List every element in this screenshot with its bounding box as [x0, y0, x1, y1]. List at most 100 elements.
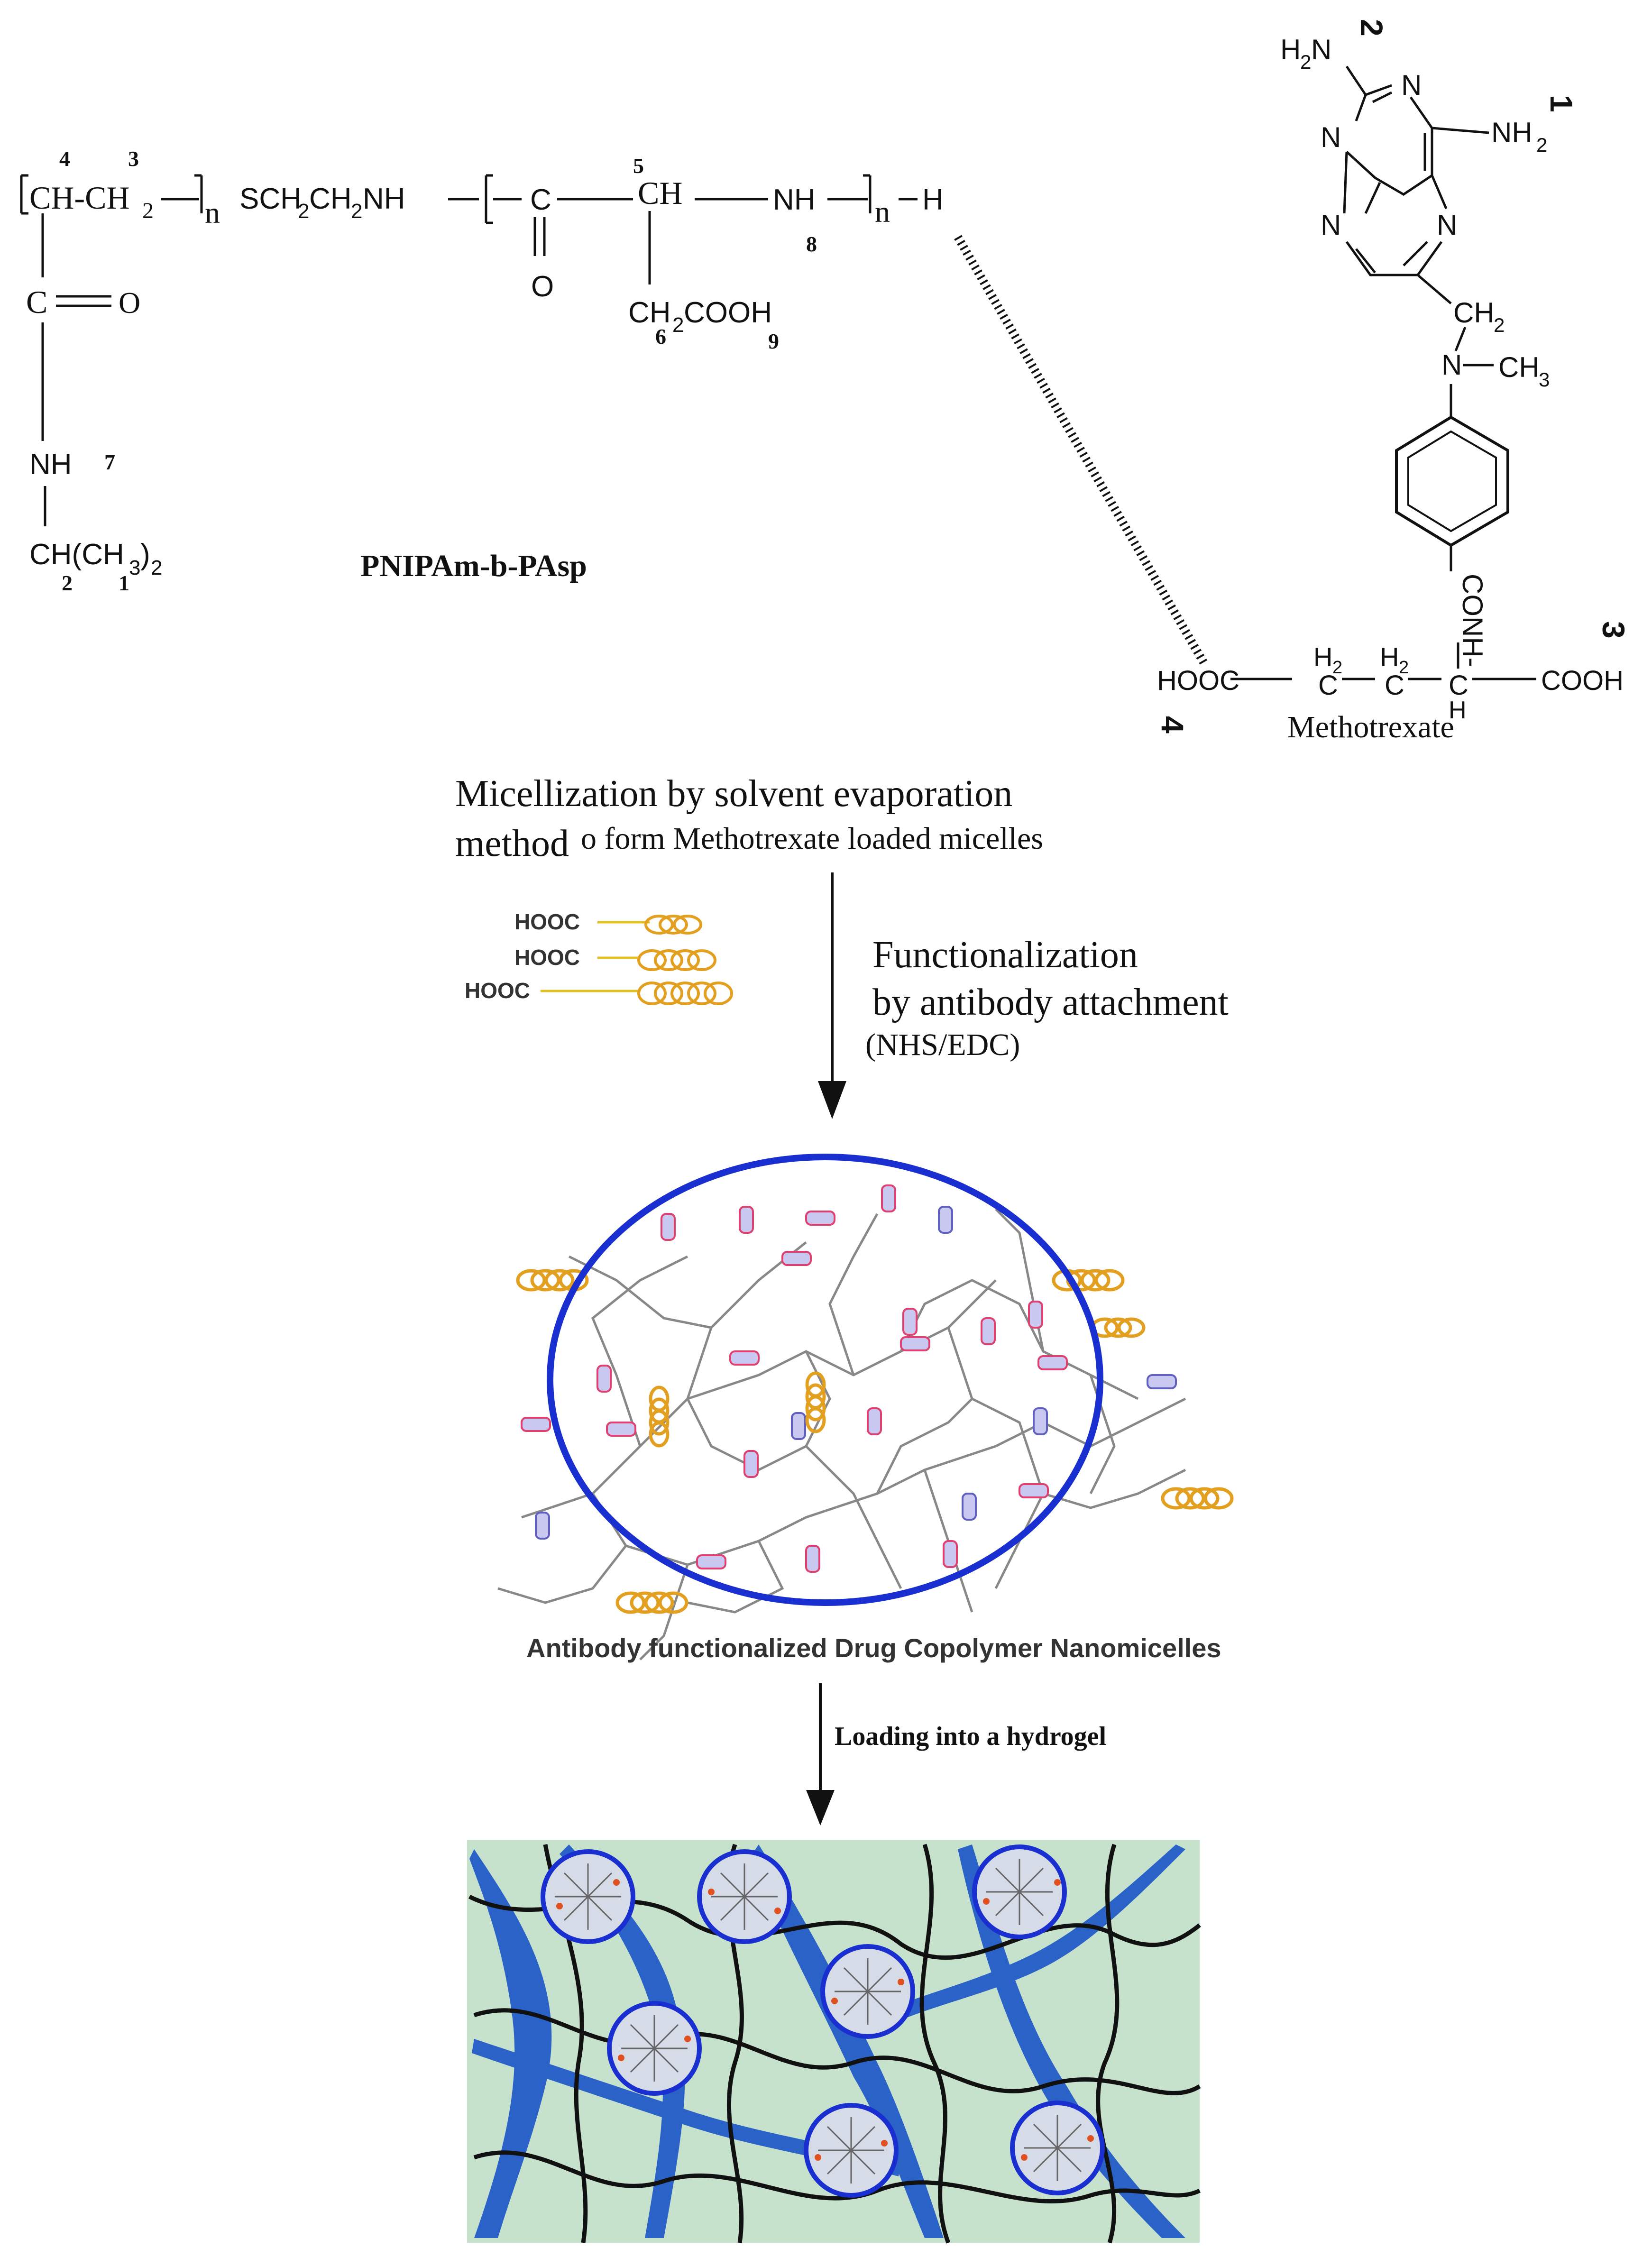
micellization-line2b: o form Methotrexate loaded micelles [581, 821, 1043, 856]
h2n-h: H [1280, 34, 1301, 65]
nh2-sub: 2 [1536, 134, 1547, 156]
mtx-num-3: 3 [1596, 621, 1631, 639]
nh2: NH [1491, 117, 1533, 148]
benzene-ring [1395, 415, 1509, 547]
nanomicelle [497, 1154, 1234, 1661]
antibody-icon-1 [644, 915, 702, 935]
hooc-label-2: HOOC [514, 945, 580, 970]
hooc: HOOC [1157, 665, 1239, 696]
side-cooh: COOH [684, 296, 772, 329]
h2a-sub: 2 [1332, 658, 1342, 678]
c1: C [1318, 670, 1338, 701]
linker-sub-1: 2 [298, 200, 309, 223]
side-c: C [26, 284, 47, 320]
ring-n-left: N [1321, 121, 1341, 153]
micellization-line2a: method [455, 823, 569, 864]
num-6: 6 [655, 324, 666, 349]
h2n-sub: 2 [1300, 51, 1311, 73]
side-ch2-sub: 2 [672, 313, 684, 337]
linker-text: SCH [239, 183, 302, 215]
c2: C [1385, 670, 1404, 701]
arrowhead-step-2 [806, 1790, 835, 1826]
ch3: CH [1498, 351, 1540, 383]
ch3-sub: 3 [1539, 368, 1550, 391]
side-o: O [119, 286, 140, 320]
h2a-h: H [1313, 642, 1332, 672]
n-subscript-2: n [875, 195, 890, 229]
c3: C [1449, 670, 1468, 701]
bracket-left-2 [485, 174, 493, 224]
loading-caption: Loading into a hydrogel [835, 1722, 1106, 1751]
interaction-hatched-bond [954, 235, 1208, 666]
benzene-inner [1407, 430, 1497, 532]
ring-n-top: N [1401, 69, 1422, 101]
mini-micelle [607, 2001, 702, 2096]
hydrogel-micelles [541, 1844, 1105, 2198]
antibody-markers [521, 1184, 1177, 1573]
side-nh: NH [29, 448, 72, 481]
methotrexate-name: Methotrexate [1287, 710, 1454, 744]
pteridine-double-bonds [1355, 91, 1428, 274]
hydrogel-panel [467, 1840, 1201, 2244]
step-functionalization: Functionalization by antibody attachment… [865, 934, 1229, 1062]
carbonyl-c: C [530, 183, 551, 216]
polymer-structure: CH-CH 2 n SCH 2 CH 2 NH C O CH NH n H CH… [20, 147, 944, 595]
linker-sub-2: 2 [351, 200, 362, 223]
h: H [1449, 697, 1467, 724]
antibody-icon-2 [637, 949, 716, 971]
antibody-legend: HOOC HOOC HOOC [465, 909, 733, 1005]
linker-mid: CH [309, 183, 352, 215]
n-methyl-n: N [1441, 349, 1462, 381]
functionalization-line2: by antibody attachment [872, 982, 1229, 1023]
micelle-caption: Antibody functionalized Drug Copolymer N… [526, 1633, 1221, 1663]
num-1: 1 [119, 571, 129, 595]
methotrexate-numbers: 2 1 3 4 [1155, 19, 1631, 734]
iso-sub-3: 3 [129, 556, 140, 579]
iso-sub-2: 2 [151, 556, 162, 579]
num-2: 2 [62, 571, 73, 595]
num-9: 9 [768, 329, 779, 353]
isopropyl: CH(CH [29, 538, 124, 571]
hooc-label-3: HOOC [465, 978, 530, 1003]
ring-n-bl: N [1321, 209, 1341, 241]
bracket-right-1 [194, 174, 203, 213]
alpha-ch: CH [638, 175, 682, 211]
conh: CONH- [1457, 574, 1488, 667]
hooc-label-1: HOOC [514, 909, 580, 934]
mini-micelle [541, 1849, 635, 1944]
methotrexate-structure: H 2 N N NH 2 N N N CH 2 N CH 3 CONH- HOO… [1155, 19, 1631, 744]
functionalization-line1: Functionalization [872, 934, 1138, 976]
h2n-n: N [1311, 34, 1331, 65]
functionalization-line3: (NHS/EDC) [865, 1028, 1020, 1062]
ch2-sub: 2 [1494, 314, 1505, 336]
mini-micelle [804, 2103, 899, 2198]
num-5: 5 [633, 154, 644, 178]
iso-close: ) [140, 538, 150, 571]
micellization-line1: Micellization by solvent evaporation [455, 773, 1012, 815]
mini-micelle [820, 1944, 915, 2039]
micelle-outline [547, 1154, 1103, 1606]
mtx-num-2: 2 [1354, 19, 1389, 37]
ch2: CH [1453, 297, 1495, 329]
terminal-h: H [922, 183, 944, 216]
mtx-num-1: 1 [1544, 95, 1579, 112]
cooh: COOH [1541, 665, 1624, 696]
carbonyl-o: O [531, 270, 554, 303]
num-3: 3 [128, 147, 139, 171]
antibody-icon-3 [637, 982, 733, 1005]
pteridine-ring-bonds [1343, 65, 1489, 304]
linker-nh: NH [363, 183, 405, 215]
polymer-numbers: 4 3 5 8 6 9 7 2 1 [59, 147, 817, 595]
polymer-name: PNIPAm-b-PAsp [360, 549, 587, 583]
h2b-h: H [1380, 642, 1399, 672]
step-micellization: Micellization by solvent evaporation met… [455, 773, 1043, 864]
num-8: 8 [806, 232, 817, 256]
bond [1454, 327, 1467, 351]
bracket-left-1 [20, 174, 28, 215]
side-ch2: CH [628, 296, 671, 329]
mini-micelle [1010, 2101, 1105, 2195]
amide-nh: NH [773, 183, 816, 216]
num-4: 4 [59, 147, 70, 171]
n-subscript-1: n [205, 196, 220, 229]
